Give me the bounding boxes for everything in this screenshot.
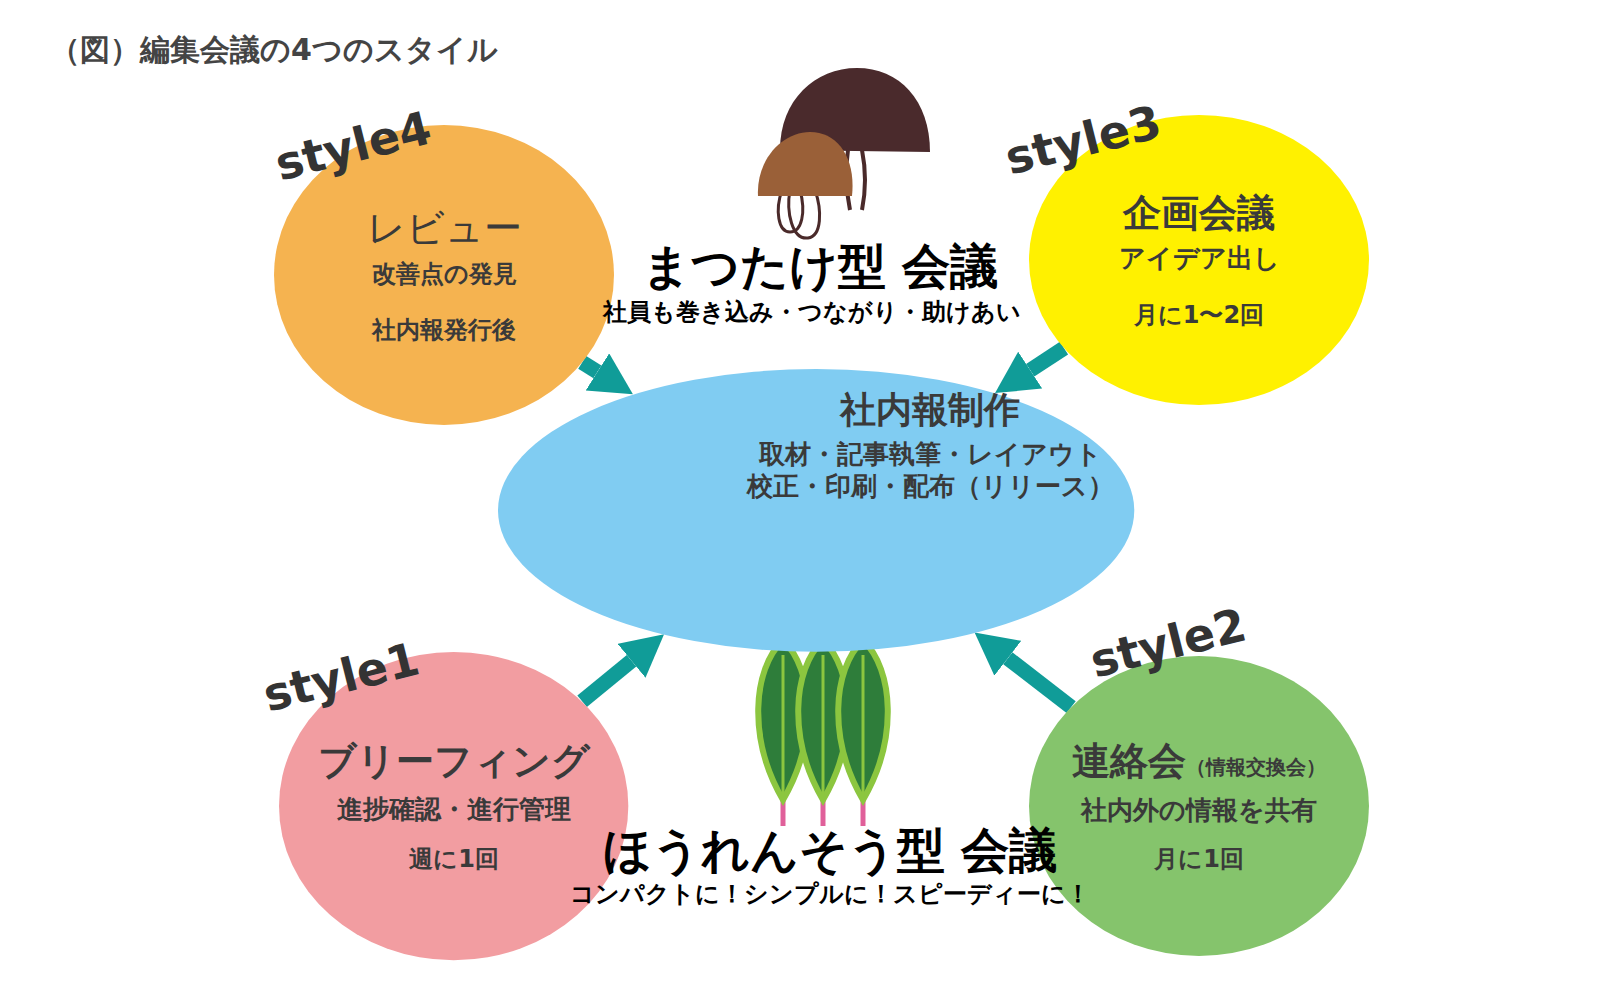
ellipse-fill (1029, 656, 1369, 956)
text-row: 改善点の発見 (372, 259, 517, 289)
arrow-connector (582, 661, 631, 701)
text-row: レビュー (367, 205, 522, 253)
arrow-connector (582, 362, 597, 372)
mushroom-stem (862, 150, 865, 210)
node-subtext: （情報交換会） (1186, 755, 1326, 780)
text-row: 社内報制作 (840, 387, 1020, 432)
style-circle: 連絡会（情報交換会）社内外の情報を共有月に1回style2 (1029, 656, 1369, 956)
node-content: 連絡会（情報交換会） 社内外の情報を共有月に1回 (1072, 738, 1326, 874)
spinach-vein (783, 655, 863, 795)
node-text: 月に1〜2回 (1134, 300, 1264, 330)
node-text: 取材・記事執筆・レイアウト 校正・印刷・配布（リリース） (726, 438, 1134, 503)
node-text: ブリーフィング (318, 738, 590, 786)
meeting-type-slogan: 社員も巻き込み・つながり・助けあい (603, 298, 1021, 327)
text-row: 連絡会（情報交換会） (1072, 738, 1326, 786)
node-text: 社内報発行後 (372, 315, 516, 345)
node-text: 企画会議 (1123, 190, 1275, 238)
node-text: アイデア出し (1119, 242, 1280, 275)
text-row: 月に1〜2回 (1134, 300, 1264, 330)
mushroom-cap (758, 132, 853, 196)
style-circle: ブリーフィング進捗確認・進行管理週に1回style1 (279, 652, 628, 960)
node-text: 週に1回 (409, 844, 499, 874)
node-text: レビュー (367, 205, 522, 253)
meeting-type-label: ほうれんそう型 会議 (603, 822, 1058, 880)
meeting-type-label: まつたけ型 会議 (642, 238, 999, 296)
diagram-title: （図）編集会議の4つのスタイル (50, 30, 498, 71)
style-circle: レビュー改善点の発見社内報発行後style4 (274, 125, 614, 425)
text-row: アイデア出し (1119, 242, 1280, 275)
style-circle: 企画会議アイデア出し月に1〜2回style3 (1029, 115, 1369, 405)
text-row: 取材・記事執筆・レイアウト 校正・印刷・配布（リリース） (726, 438, 1134, 503)
node-content: 社内報制作取材・記事執筆・レイアウト 校正・印刷・配布（リリース） (726, 387, 1134, 503)
ellipse-outline (498, 369, 1134, 652)
matsutake-illustration (758, 68, 930, 238)
text-row: 週に1回 (409, 844, 499, 874)
text-row: ブリーフィング (318, 738, 590, 786)
node-text: 進捗確認・進行管理 (337, 793, 571, 826)
node-text: 連絡会 (1072, 738, 1186, 786)
ellipse-fill (498, 369, 1134, 652)
text-row: 月に1回 (1154, 844, 1244, 874)
node-content: ブリーフィング進捗確認・進行管理週に1回 (318, 738, 590, 874)
arrow-connector (1008, 658, 1071, 707)
node-text: 社内外の情報を共有 (1081, 794, 1317, 827)
arrow-connector (1030, 348, 1064, 370)
text-row: 社内外の情報を共有 (1081, 794, 1317, 827)
spinach-illustration (758, 640, 888, 826)
node-text: 月に1回 (1154, 844, 1244, 874)
meeting-type-slogan: コンパクトに！シンプルに！スピーディーに！ (570, 880, 1090, 909)
node-content: 企画会議アイデア出し月に1〜2回 (1119, 190, 1280, 330)
central-ellipse: 社内報制作取材・記事執筆・レイアウト 校正・印刷・配布（リリース） (498, 369, 1134, 652)
text-row: 企画会議 (1123, 190, 1275, 238)
text-row: 社内報発行後 (372, 315, 516, 345)
node-text: 改善点の発見 (372, 259, 517, 289)
node-content: レビュー改善点の発見社内報発行後 (367, 205, 522, 345)
mushroom-stem (789, 190, 820, 238)
text-row: 進捗確認・進行管理 (337, 793, 571, 826)
node-text: 社内報制作 (840, 387, 1020, 432)
